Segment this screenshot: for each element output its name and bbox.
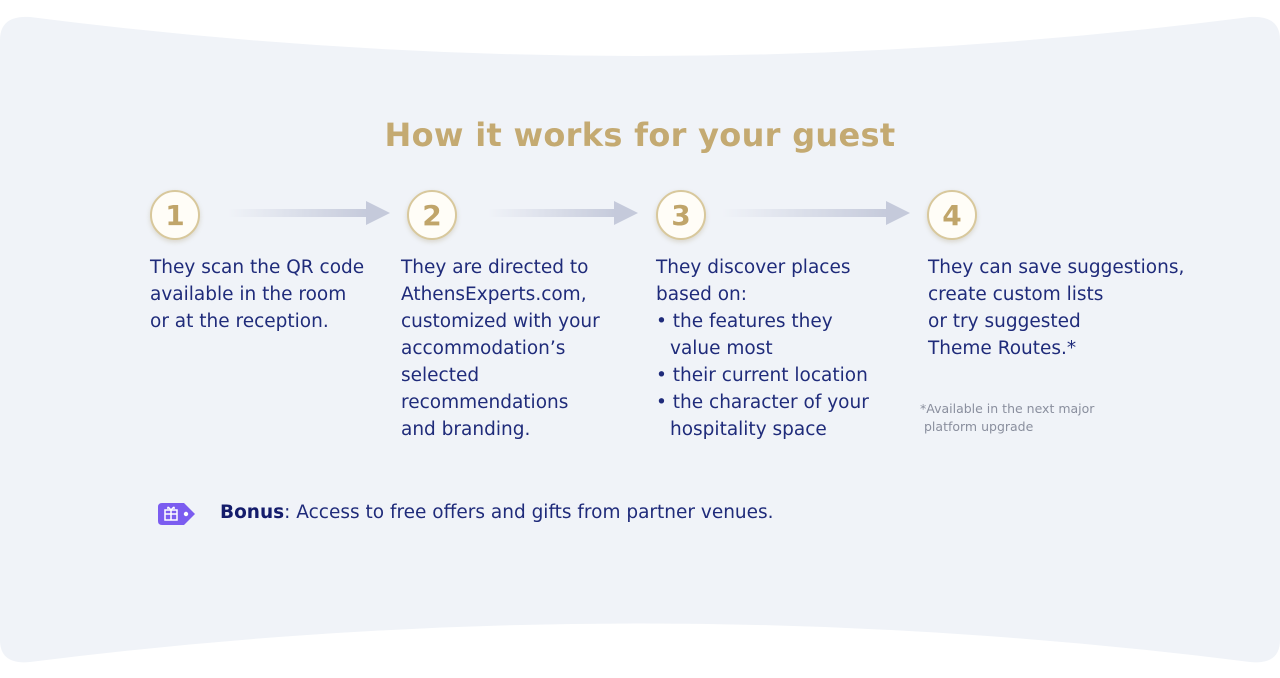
step-line: based on: bbox=[656, 284, 748, 305]
step-line: value most bbox=[670, 338, 773, 359]
step-line: hospitality space bbox=[670, 419, 827, 440]
step-line: customized with your bbox=[401, 311, 600, 332]
page-title: How it works for your guest bbox=[384, 116, 896, 154]
step-3-number: 3 bbox=[656, 190, 706, 240]
footnote: *Available in the next major platform up… bbox=[920, 400, 1094, 436]
gift-tag-icon bbox=[158, 503, 195, 525]
step-line: Theme Routes.* bbox=[928, 338, 1077, 359]
step-line: and branding. bbox=[401, 419, 531, 440]
bonus-text: Bonus: Access to free offers and gifts f… bbox=[220, 502, 774, 523]
bonus-label: Bonus bbox=[220, 502, 285, 523]
step-2-text: They are directed to AthensExperts.com, … bbox=[401, 254, 600, 443]
bonus-description: : Access to free offers and gifts from p… bbox=[284, 502, 774, 523]
arrow-right-icon bbox=[722, 201, 910, 225]
arrow-right-icon bbox=[488, 201, 638, 225]
step-bullet: • their current location bbox=[656, 365, 868, 386]
footnote-line: platform upgrade bbox=[924, 419, 1034, 434]
step-line: selected bbox=[401, 365, 480, 386]
step-line: or at the reception. bbox=[150, 311, 329, 332]
step-line: or try suggested bbox=[928, 311, 1081, 332]
step-1-number: 1 bbox=[150, 190, 200, 240]
step-4-text: They can save suggestions, create custom… bbox=[928, 254, 1184, 362]
step-bullet: • the character of your bbox=[656, 392, 869, 413]
step-4-number: 4 bbox=[927, 190, 977, 240]
step-line: available in the room bbox=[150, 284, 347, 305]
step-line: AthensExperts.com, bbox=[401, 284, 587, 305]
step-3-text: They discover places based on: • the fea… bbox=[656, 254, 869, 443]
step-line: They are directed to bbox=[401, 257, 589, 278]
step-line: They can save suggestions, bbox=[928, 257, 1185, 278]
step-line: They scan the QR code bbox=[150, 257, 365, 278]
step-line: recommendations bbox=[401, 392, 569, 413]
step-1-text: They scan the QR code available in the r… bbox=[150, 254, 364, 335]
step-2-number: 2 bbox=[407, 190, 457, 240]
arrow-right-icon bbox=[228, 201, 390, 225]
step-line: They discover places bbox=[656, 257, 851, 278]
step-line: create custom lists bbox=[928, 284, 1104, 305]
footnote-line: *Available in the next major bbox=[920, 401, 1095, 416]
step-line: accommodation’s bbox=[401, 338, 566, 359]
step-bullet: • the features they bbox=[656, 311, 833, 332]
